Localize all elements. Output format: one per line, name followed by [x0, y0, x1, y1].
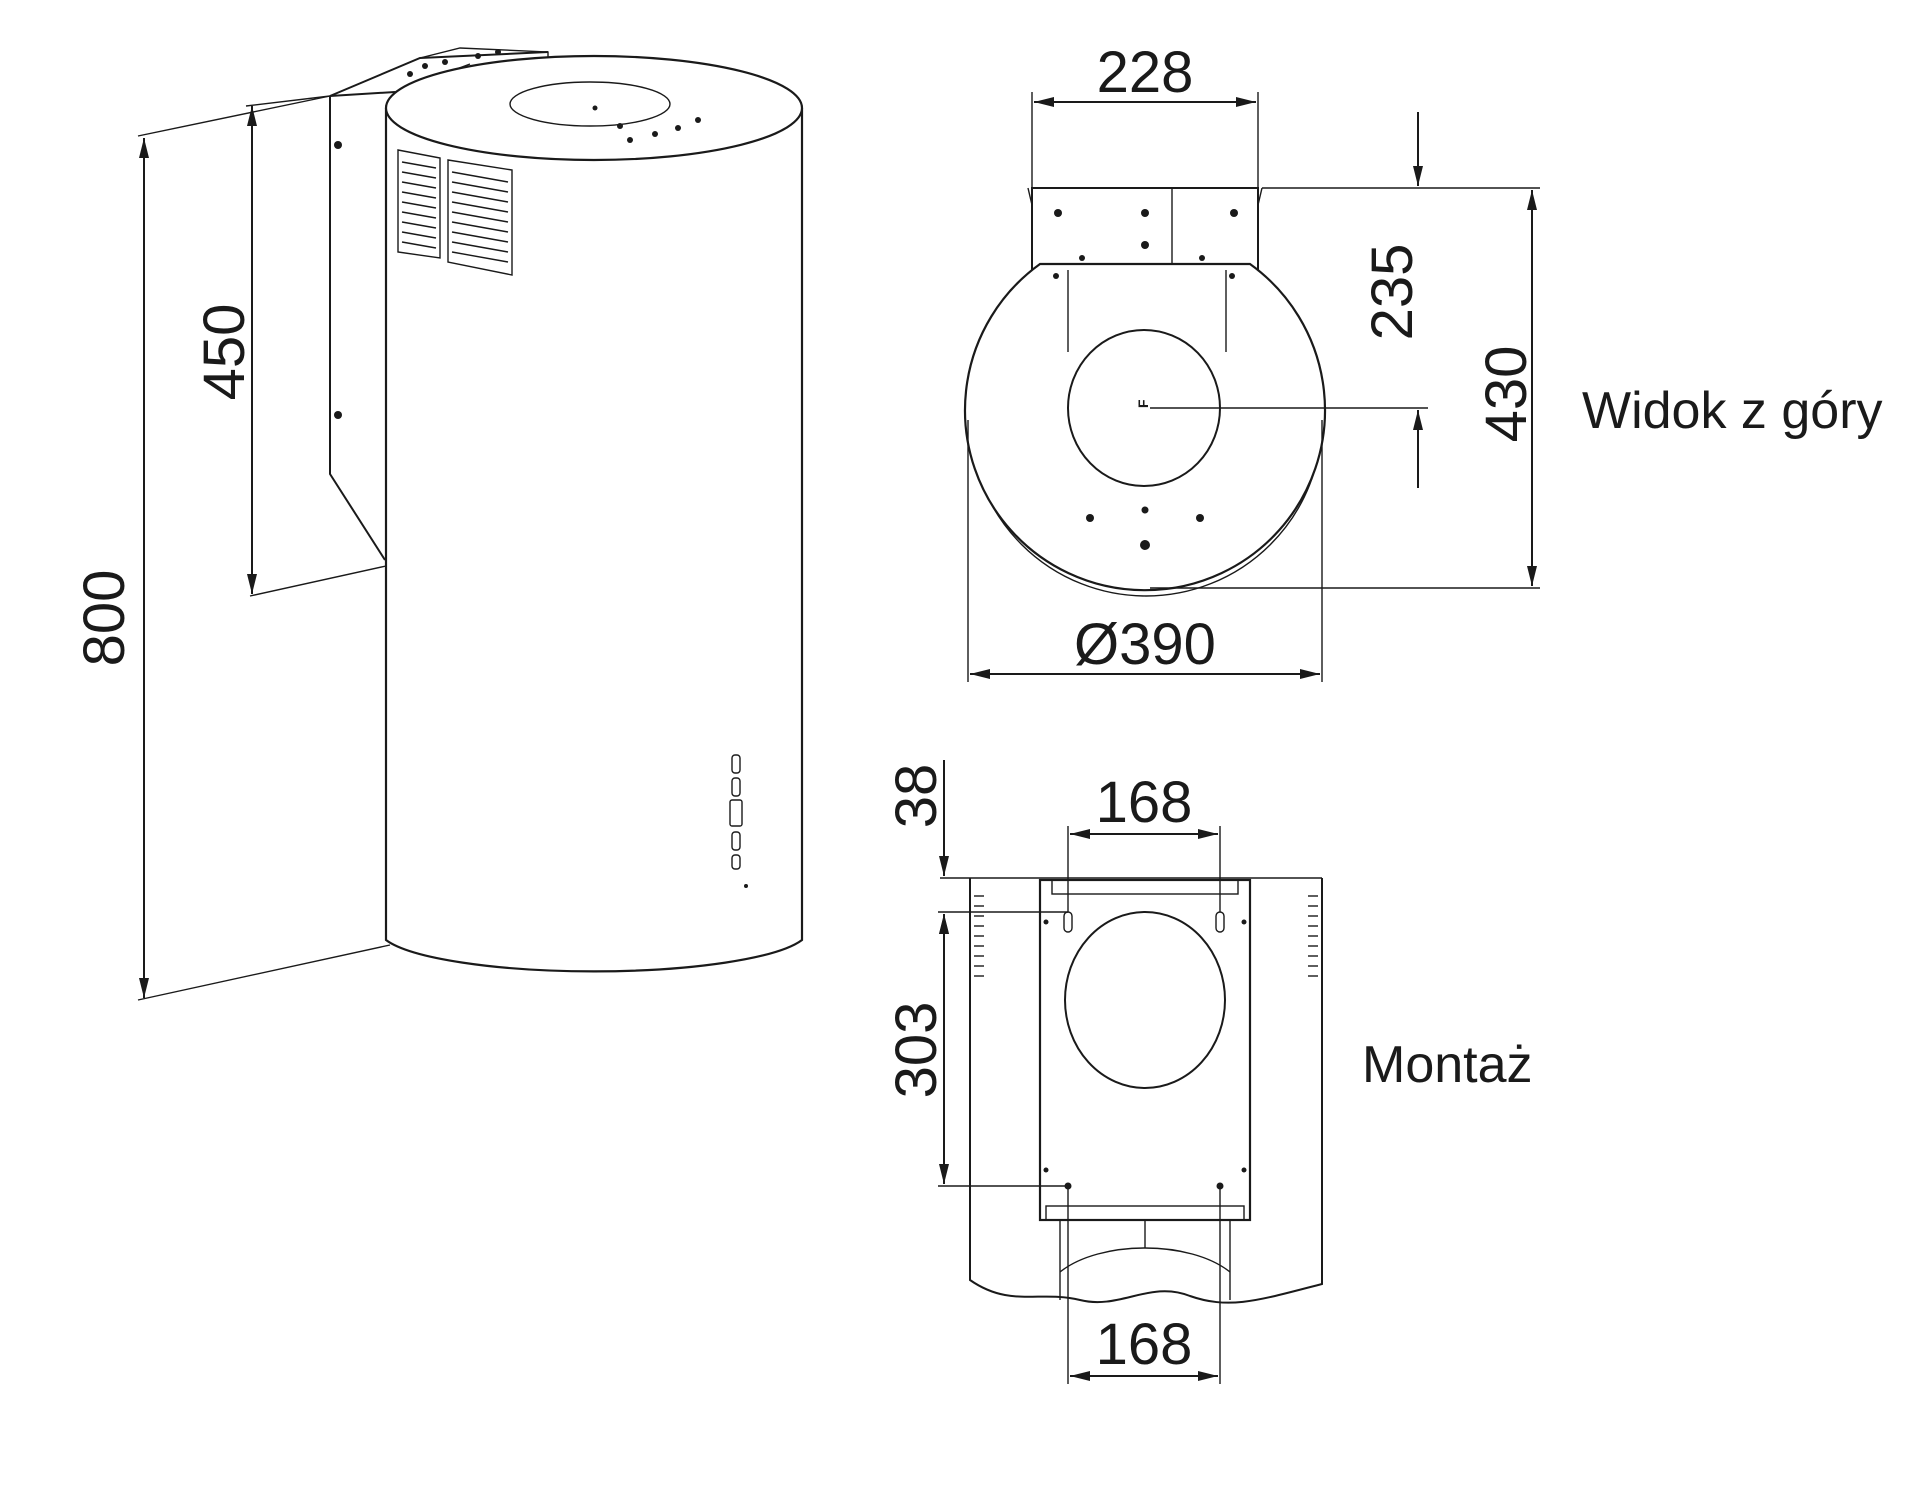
dim-228: 228 — [1031, 40, 1259, 188]
mounting-caption: Montaż — [1362, 1036, 1533, 1094]
dim-168-bottom-label: 168 — [1096, 1312, 1193, 1377]
dim-168-top-label: 168 — [1096, 770, 1193, 835]
dim-303-label: 303 — [884, 1002, 949, 1099]
air-vent-grille — [397, 149, 513, 276]
dim-38: 38 — [884, 760, 1068, 1010]
dim-168-bottom: 168 — [1067, 1186, 1221, 1384]
dim-235: 235 — [1150, 112, 1540, 488]
side-view: 800 450 — [72, 47, 804, 1001]
mounting-plate — [1038, 878, 1252, 1300]
mounting-outline — [940, 877, 1323, 1304]
dim-800: 800 — [72, 95, 391, 1001]
dim-303: 303 — [884, 914, 1068, 1187]
mounting-view: 168 38 303 168 Montaż — [884, 760, 1533, 1384]
dim-430: 430 — [1150, 190, 1540, 589]
dim-235-label: 235 — [1360, 244, 1425, 341]
dim-228-label: 228 — [1097, 40, 1194, 105]
control-panel — [729, 754, 748, 888]
dim-38-label: 38 — [884, 764, 949, 829]
dim-430-label: 430 — [1474, 346, 1539, 443]
center-mark: F — [1135, 399, 1151, 408]
dim-450-label: 450 — [192, 304, 257, 401]
dim-168-top: 168 — [1067, 770, 1221, 912]
dim-diameter: Ø390 — [967, 420, 1323, 682]
dim-800-label: 800 — [72, 570, 137, 667]
top-view-caption: Widok z góry — [1582, 382, 1883, 440]
top-view: F 228 235 430 — [963, 40, 1883, 682]
dim-450: 450 — [192, 95, 387, 597]
top-view-body: F — [963, 262, 1327, 597]
hood-cylinder — [384, 54, 804, 973]
dim-diameter-label: Ø390 — [1074, 612, 1216, 677]
